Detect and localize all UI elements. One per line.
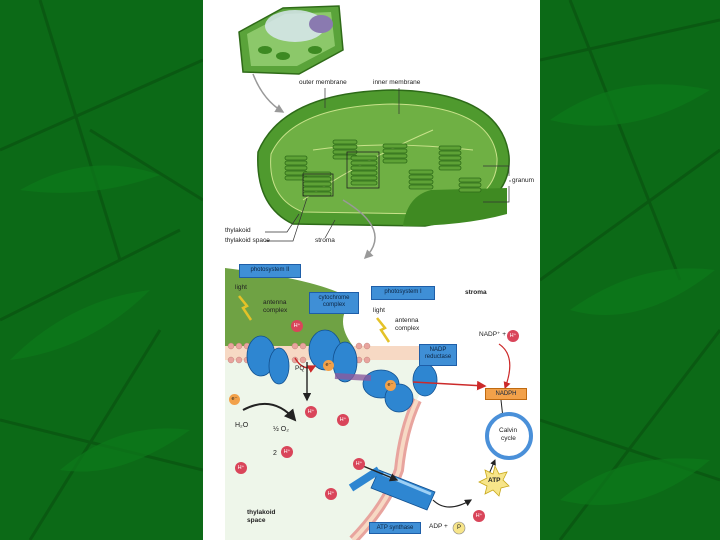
slide-background-left — [0, 0, 203, 540]
pq-label: PQ — [295, 366, 304, 373]
light-label-2: light — [373, 308, 385, 315]
thylakoid-space-label: thylakoid space — [225, 238, 270, 245]
proton-marker: H⁺ — [337, 414, 349, 426]
thylakoid-space-bottom-label-line2: space — [247, 518, 265, 525]
adp-label: ADP + — [429, 524, 448, 531]
antenna-complex-label-1-line1: antenna — [263, 300, 287, 307]
stroma-region-label: stroma — [465, 290, 487, 297]
proton-marker: H⁺ — [353, 458, 365, 470]
proton-marker: H⁺ — [507, 330, 519, 342]
phosphate-label: P — [457, 525, 461, 531]
proton-marker: H⁺ — [235, 462, 247, 474]
outer-membrane-label: outer membrane — [299, 80, 347, 87]
inner-membrane-label: inner membrane — [373, 80, 420, 87]
antenna-complex-label-2-line1: antenna — [395, 318, 419, 325]
electron-marker: e⁻ — [323, 360, 334, 371]
two-protons-label: 2 — [273, 450, 277, 457]
leaf-pattern-left — [0, 0, 203, 540]
electron-marker: e⁻ — [229, 394, 240, 405]
antenna-complex-label-2-line2: complex — [395, 326, 419, 333]
calvin-cycle-label-line1: Calvin — [499, 428, 517, 435]
electron-marker: e⁻ — [385, 380, 396, 391]
proton-marker: H⁺ — [305, 406, 317, 418]
chloroplast-figure: outer membrane inner membrane granum thy… — [203, 0, 540, 540]
atp-synthase-box: ATP synthase — [369, 522, 421, 534]
nadp-reductase-complex — [413, 364, 437, 396]
leaf-pattern-right — [540, 0, 720, 540]
half-oxygen-label: ½ O₂ — [273, 426, 289, 433]
nadp-plus-label: NADP⁺ + — [479, 332, 506, 339]
nadph-box: NADPH — [485, 388, 527, 400]
proton-marker: H⁺ — [325, 488, 337, 500]
photosystem-ii-box: photosystem II — [239, 264, 301, 278]
calvin-cycle-label-line2: cycle — [501, 436, 516, 443]
proton-marker: H⁺ — [291, 320, 303, 332]
antenna-complex-label-1-line2: complex — [263, 308, 287, 315]
atp-label: ATP — [488, 478, 501, 485]
water-label: H₂O — [235, 422, 248, 429]
slide-background-right — [540, 0, 720, 540]
proton-marker: H⁺ — [473, 510, 485, 522]
photosystem-i-box: photosystem I — [371, 286, 435, 300]
proton-marker: H⁺ — [281, 446, 293, 458]
stroma-label: stroma — [315, 238, 335, 245]
thylakoid-space-bottom-label-line1: thylakoid — [247, 510, 276, 517]
plant-cell-drawing — [239, 6, 343, 74]
thylakoid-label: thylakoid — [225, 228, 251, 235]
light-label-1: light — [235, 285, 247, 292]
granum-label: granum — [512, 178, 534, 185]
